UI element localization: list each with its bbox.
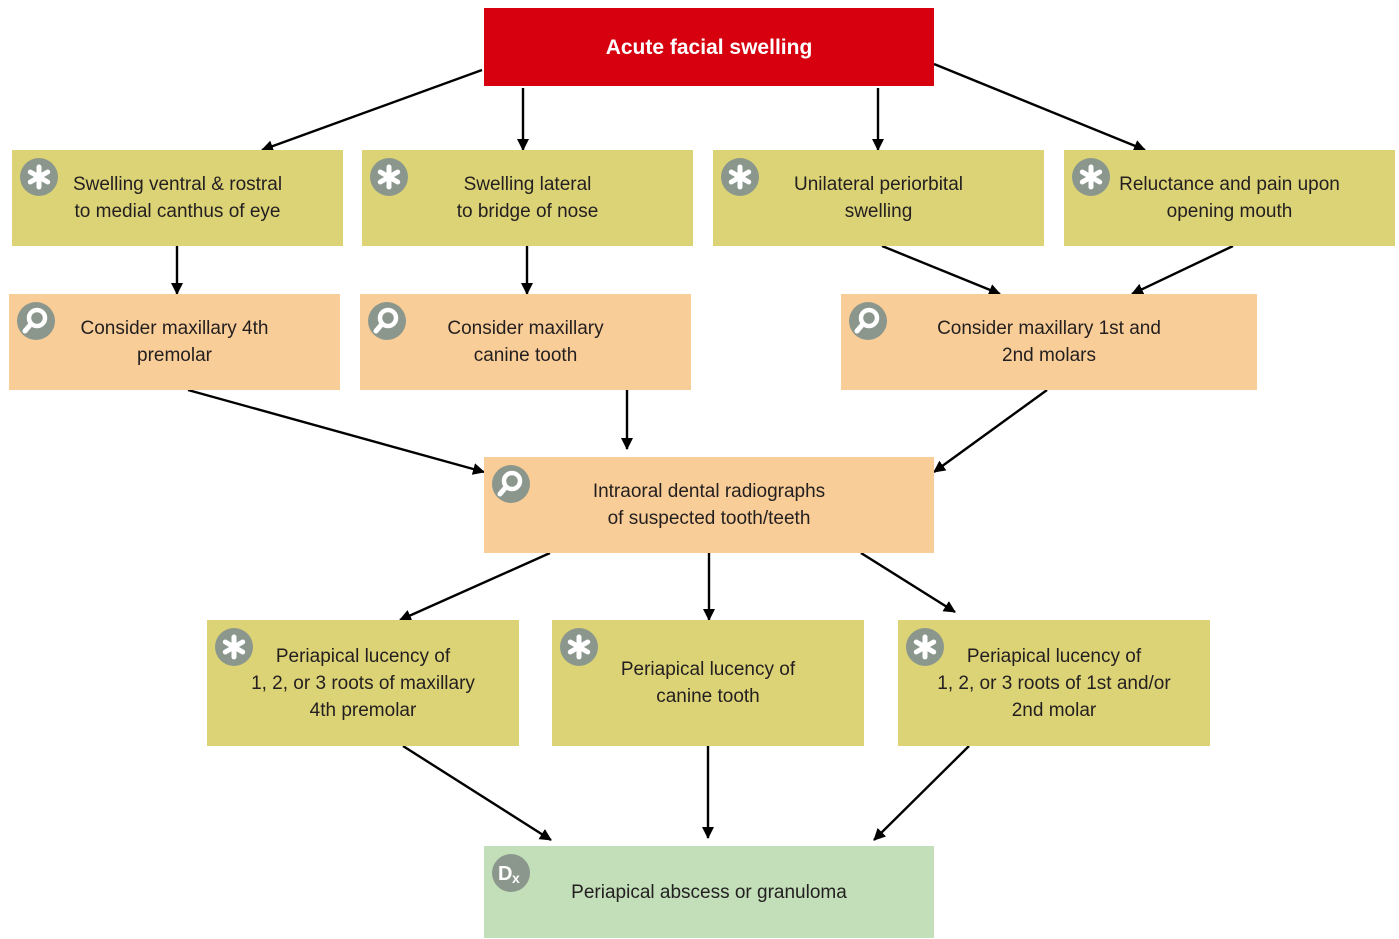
node-consider-4th-premolar: Consider maxillary 4th premolar <box>9 294 340 390</box>
node-consider-canine: Consider maxillary canine tooth <box>360 294 691 390</box>
node-label: Unilateral periorbital swelling <box>794 174 963 222</box>
arrow-r-to-p1 <box>399 551 551 622</box>
asterisk-icon <box>20 158 58 196</box>
arrow-r-to-p3 <box>860 551 956 614</box>
arrow-c1-to-r <box>187 388 485 475</box>
arrow-start-to-f1 <box>261 68 483 152</box>
svg-text:D: D <box>498 863 512 885</box>
svg-text:x: x <box>512 870 520 886</box>
node-unilateral-periorbital: Unilateral periorbital swelling <box>713 150 1044 246</box>
node-swelling-medial-canthus: Swelling ventral & rostral to medial can… <box>12 150 343 246</box>
node-label: Swelling ventral & rostral to medial can… <box>72 174 283 222</box>
node-consider-molars: Consider maxillary 1st and 2nd molars <box>841 294 1257 390</box>
asterisk-icon <box>370 158 408 196</box>
node-periapical-canine: Periapical lucency of canine tooth <box>552 620 864 746</box>
asterisk-icon <box>215 628 253 666</box>
node-label: Periapical abscess or granuloma <box>571 881 847 903</box>
node-reluctance-pain-mouth: Reluctance and pain upon opening mouth <box>1064 150 1395 246</box>
asterisk-icon <box>721 158 759 196</box>
node-periapical-molars: Periapical lucency of 1, 2, or 3 roots o… <box>898 620 1210 746</box>
arrow-c3-to-r <box>933 389 1048 473</box>
node-label: Acute facial swelling <box>605 35 813 59</box>
node-periapical-premolar: Periapical lucency of 1, 2, or 3 roots o… <box>207 620 519 746</box>
node-label: Consider maxillary 1st and 2nd molars <box>937 318 1161 366</box>
arrow-p3-to-dx <box>873 745 970 841</box>
node-acute-facial-swelling: Acute facial swelling <box>484 8 934 86</box>
magnifier-icon <box>17 302 55 340</box>
asterisk-icon <box>560 628 598 666</box>
magnifier-icon <box>492 465 530 503</box>
arrow-start-to-f4 <box>933 62 1146 152</box>
arrow-f3-to-c3 <box>881 244 1001 296</box>
magnifier-icon <box>368 302 406 340</box>
asterisk-icon <box>1072 158 1110 196</box>
node-label: Intraoral dental radiographs of suspecte… <box>592 481 826 529</box>
asterisk-icon <box>906 628 944 666</box>
node-label: Swelling lateral to bridge of nose <box>456 174 599 222</box>
node-label: Reluctance and pain upon opening mouth <box>1119 174 1340 222</box>
node-label: Periapical lucency of 1, 2, or 3 roots o… <box>937 645 1171 721</box>
node-intraoral-radiographs: Intraoral dental radiographs of suspecte… <box>484 457 934 553</box>
node-swelling-lateral-nose: Swelling lateral to bridge of nose <box>362 150 693 246</box>
node-label: Consider maxillary 4th premolar <box>80 318 269 366</box>
node-label: Periapical lucency of 1, 2, or 3 roots o… <box>251 645 475 721</box>
arrow-f4-to-c3 <box>1131 244 1234 296</box>
arrow-p1-to-dx <box>402 744 552 842</box>
magnifier-icon <box>849 302 887 340</box>
node-label: Periapical lucency of canine tooth <box>620 659 796 707</box>
node-label: Consider maxillary canine tooth <box>447 318 604 366</box>
